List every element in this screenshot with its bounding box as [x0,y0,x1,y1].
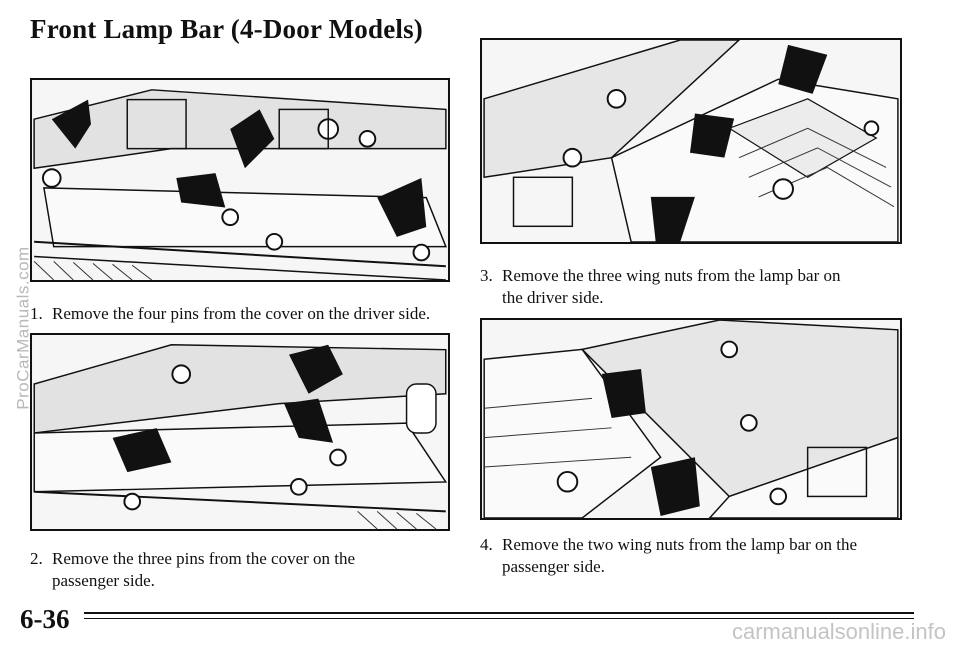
engine-illustration [33,335,448,529]
step-text-continued: the driver side. [502,288,604,307]
step-4-caption: 4. Remove the two wing nuts from the lamp… [480,534,857,578]
engine-illustration [33,80,447,280]
engine-illustration [483,40,899,242]
step-text-continued: passenger side. [502,557,605,576]
watermark-bottom: carmanualsonline.info [731,619,946,644]
arrow-icon [51,99,427,237]
arrow-icon [112,344,343,473]
step-number: 4. [480,535,493,554]
figure-driver-side-cover [30,78,450,282]
figure-driver-side-wing-nuts [480,38,902,244]
step-number: 3. [480,266,493,285]
engine-illustration [483,320,899,518]
step-3-caption: 3. Remove the three wing nuts from the la… [480,265,841,309]
step-text: Remove the four pins from the cover on t… [52,304,431,323]
arrow-icon [601,369,700,517]
step-text: Remove the two wing nuts from the lamp b… [502,535,858,554]
step-number: 1. [30,304,43,323]
figure-passenger-side-wing-nuts [480,318,902,520]
footer-rule-thin [84,618,914,619]
arrow-icon [650,44,828,242]
step-text-continued: passenger side. [52,571,155,590]
figure-passenger-side-cover [30,333,450,531]
watermark-left: ProCarManuals.com [13,246,33,410]
page-number: 6-36 [20,604,70,634]
step-text: Remove the three pins from the cover on … [52,549,356,568]
page-title: Front Lamp Bar (4-Door Models) [30,14,423,44]
step-number: 2. [30,549,43,568]
step-1-caption: 1. Remove the four pins from the cover on… [30,303,430,325]
step-text: Remove the three wing nuts from the lamp… [502,266,841,285]
footer-rule [84,612,914,614]
step-2-caption: 2. Remove the three pins from the cover o… [30,548,355,592]
